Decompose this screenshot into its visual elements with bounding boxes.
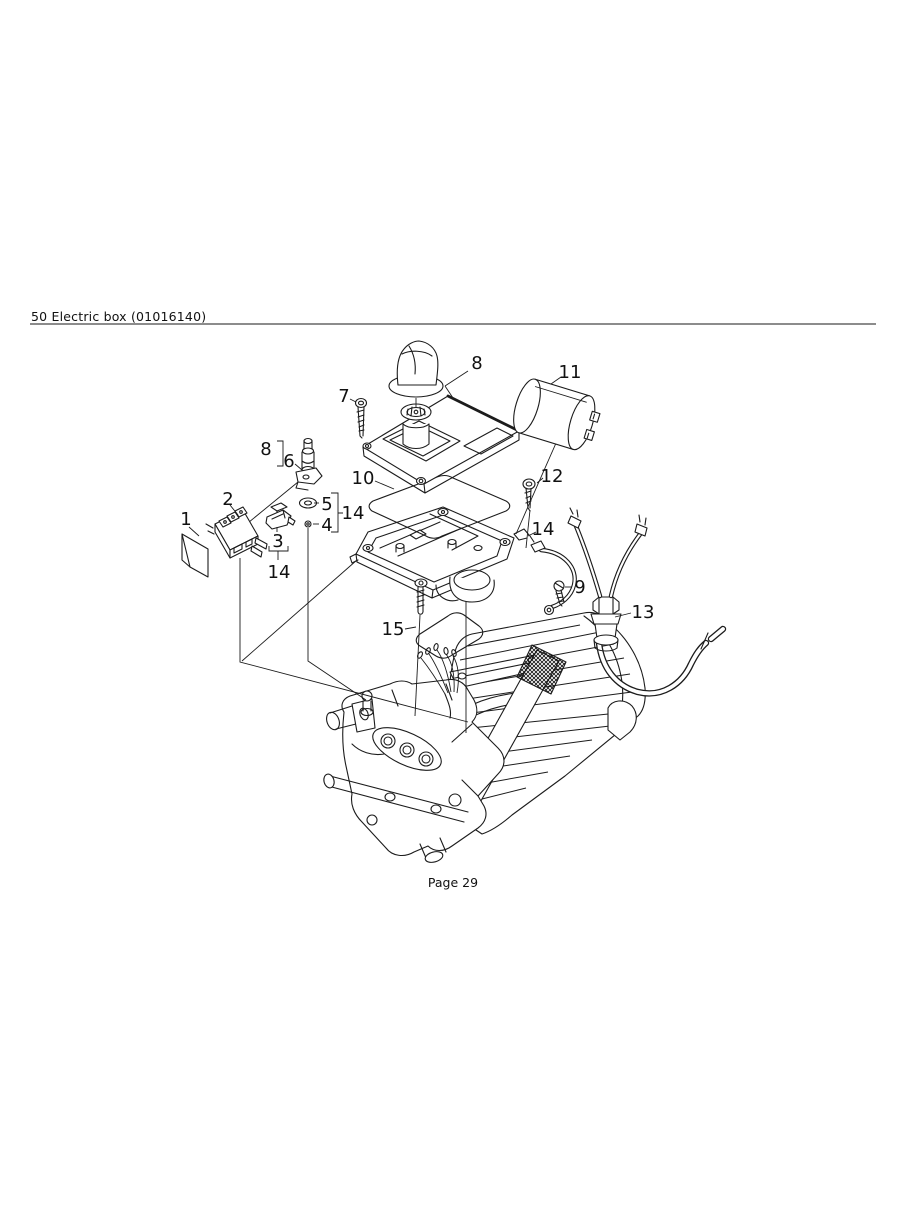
screw-part-9 bbox=[553, 580, 565, 607]
header-divider bbox=[30, 323, 876, 325]
callout-label-8-top: 8 bbox=[471, 353, 482, 374]
callout-label-3: 3 bbox=[272, 531, 283, 552]
gasket-part-10 bbox=[368, 475, 511, 539]
ring-terminal bbox=[530, 540, 546, 553]
callout-label-4: 4 bbox=[321, 515, 332, 536]
terminal-block-part-2 bbox=[205, 506, 268, 559]
switch-shaft bbox=[400, 403, 432, 450]
callout-label-2: 2 bbox=[222, 489, 233, 510]
box-cover bbox=[362, 394, 521, 494]
power-cord bbox=[595, 625, 727, 697]
callout-label-9: 9 bbox=[574, 577, 585, 598]
page-title: 50 Electric box (01016140) bbox=[31, 309, 207, 324]
bracket-3 bbox=[268, 546, 289, 560]
switch-part-6 bbox=[295, 437, 323, 491]
callout-labels: 7 8 11 8 6 10 12 2 5 1 14 4 14 3 14 9 13… bbox=[180, 353, 654, 640]
spade-connector bbox=[567, 515, 582, 529]
bracket-8-left bbox=[277, 440, 284, 467]
bracket-14-mid bbox=[331, 492, 343, 533]
screw-part-12 bbox=[522, 478, 536, 512]
hatched-grip bbox=[516, 644, 567, 695]
callout-label-11: 11 bbox=[559, 362, 582, 383]
capacitor-terminal bbox=[583, 428, 595, 441]
screw-part-7 bbox=[354, 397, 368, 439]
motor-foot bbox=[607, 700, 637, 741]
callout-label-7: 7 bbox=[338, 386, 349, 407]
spade-connector bbox=[634, 523, 648, 537]
knob-part-8 bbox=[388, 340, 444, 407]
callout-label-6: 6 bbox=[283, 451, 294, 472]
gasket-part-15 bbox=[415, 612, 484, 659]
callout-label-1: 1 bbox=[180, 509, 191, 530]
pin-part-4 bbox=[304, 520, 312, 528]
callout-label-14-mid: 14 bbox=[342, 503, 365, 524]
electric-box-base bbox=[349, 506, 515, 615]
callout-leaders bbox=[188, 370, 632, 630]
ground-wire bbox=[529, 535, 577, 616]
callout-label-5: 5 bbox=[321, 494, 332, 515]
callout-label-8-left: 8 bbox=[260, 439, 271, 460]
callout-label-13: 13 bbox=[632, 602, 655, 623]
callout-label-10: 10 bbox=[352, 468, 375, 489]
washer-part-5 bbox=[298, 497, 318, 509]
leader-lines bbox=[239, 433, 561, 733]
clip-part-14 bbox=[513, 528, 530, 541]
bracket-part-3 bbox=[265, 502, 296, 530]
motor-wires bbox=[567, 507, 648, 599]
callout-label-15: 15 bbox=[382, 619, 405, 640]
pump-assembly bbox=[323, 678, 505, 863]
capacitor-terminal bbox=[589, 410, 601, 423]
plate-part-1 bbox=[181, 533, 209, 578]
capacitor-part-11 bbox=[513, 378, 601, 451]
callout-label-12: 12 bbox=[541, 466, 564, 487]
page-number: Page 29 bbox=[427, 875, 479, 890]
callout-label-14-lower: 14 bbox=[268, 562, 291, 583]
hanging-screw bbox=[416, 586, 425, 615]
cable-gland-part-13 bbox=[590, 596, 622, 652]
callout-label-14-right: 14 bbox=[532, 519, 555, 540]
